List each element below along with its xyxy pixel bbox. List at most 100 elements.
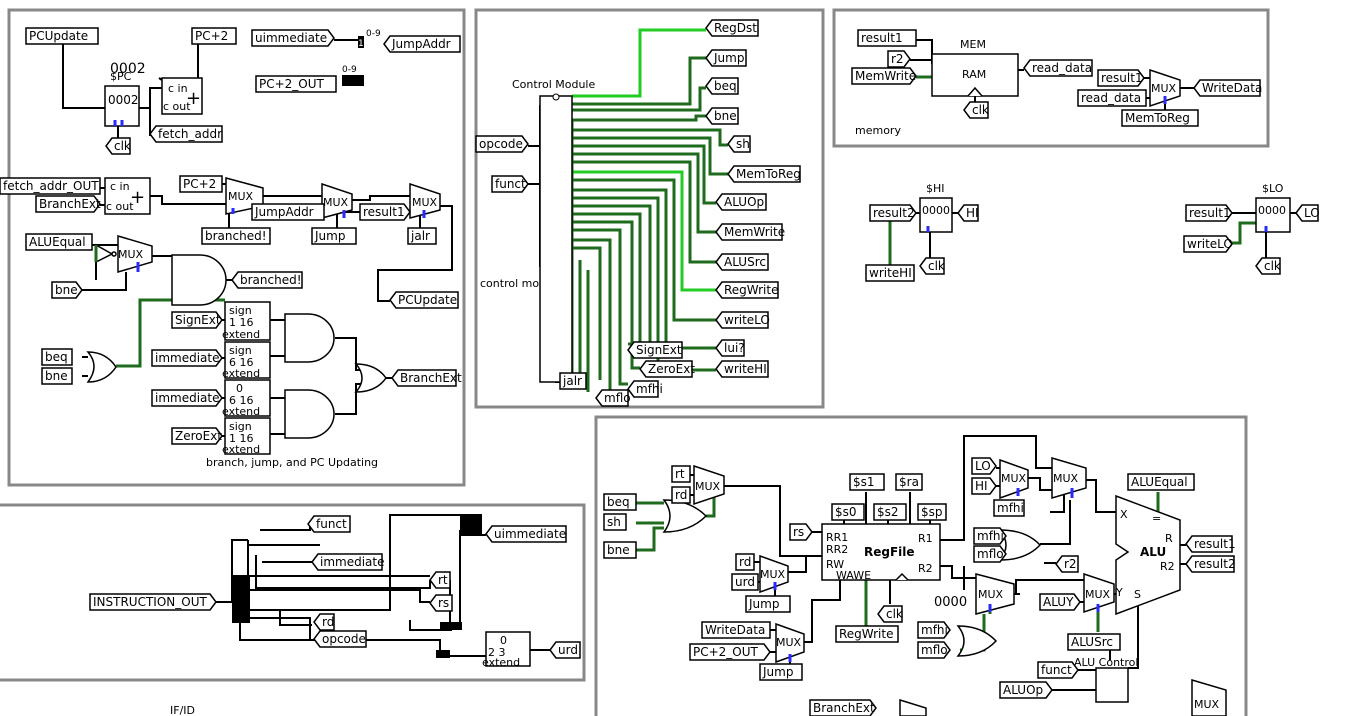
and-gate-branched[interactable] — [171, 254, 227, 306]
pin-efunct[interactable]: funct — [1037, 661, 1079, 679]
pin-erd2[interactable]: rd — [671, 486, 691, 504]
pin-csignext[interactable]: SignExt — [627, 341, 683, 359]
mux-jump[interactable]: MUX — [321, 182, 353, 219]
pin-memtoreg[interactable]: MemToReg — [727, 165, 801, 183]
pin-result1[interactable]: result1 — [359, 203, 411, 221]
pin-writedata[interactable]: WriteData — [1193, 79, 1262, 97]
pin-sp[interactable]: $sp — [917, 503, 947, 521]
mux-bottom-right[interactable]: MUX — [1191, 678, 1227, 716]
lo-register[interactable]: $LO 0000 — [1255, 182, 1291, 233]
pin-er2[interactable]: r2 — [1055, 555, 1079, 573]
pin-s1[interactable]: $s1 — [849, 473, 885, 491]
hi-register[interactable]: $HI 0000 — [919, 182, 953, 233]
pin-mresult1[interactable]: result1 — [857, 29, 917, 47]
mux-regdst[interactable]: MUX — [693, 464, 725, 506]
pin-czeroext[interactable]: ZeroExt — [639, 360, 695, 378]
pin-zeroext[interactable]: ZeroExt — [171, 427, 223, 445]
pin-fetch[interactable]: fetch_addr — [149, 125, 223, 143]
pin-alusrc2[interactable]: ALUSrc — [1067, 633, 1121, 651]
pin-clk4[interactable]: clk — [1255, 257, 1281, 275]
pin-pc2out[interactable]: PC+2_OUT — [255, 75, 337, 93]
pin-pcupdate2[interactable]: PCUpdate — [389, 291, 459, 309]
pin-ebeq[interactable]: beq — [603, 493, 637, 511]
mux-const[interactable]: MUX — [975, 573, 1015, 615]
pin-clk3[interactable]: clk — [919, 257, 945, 275]
pin-eclk[interactable]: clk — [877, 605, 903, 623]
adder-pc[interactable]: c in c out + — [161, 77, 203, 115]
sign-extend-1[interactable]: sign 1 16 extend — [222, 301, 271, 341]
pin-immediate2[interactable]: immediate — [151, 389, 223, 407]
and-gate-sign1[interactable] — [284, 313, 335, 363]
mux-partial[interactable] — [899, 698, 927, 716]
pin-erd[interactable]: rt — [671, 465, 691, 483]
pin-lui[interactable]: lui? — [715, 339, 745, 357]
pin-s0[interactable]: $s0 — [831, 503, 865, 521]
pin-regwrite2[interactable]: RegWrite — [835, 625, 899, 643]
pin-mfhi[interactable]: mfhi — [627, 380, 663, 398]
pin-jump[interactable]: Jump — [311, 227, 357, 245]
sign-extend-2[interactable]: sign 6 16 extend — [222, 341, 271, 380]
pin-rd3[interactable]: rd — [735, 553, 755, 571]
pin-cbeq[interactable]: beq — [705, 77, 739, 95]
or-gate-beq-bne[interactable] — [86, 351, 117, 383]
pin-regdst[interactable]: RegDst — [705, 19, 759, 37]
zero-extend-1[interactable]: 0 6 16 extend — [222, 379, 271, 418]
pin-iimmediate[interactable]: immediate — [311, 553, 385, 571]
pin-urd2[interactable]: urd — [731, 573, 759, 591]
pin-pc2b[interactable]: PC+2 — [179, 175, 223, 193]
pin-pc2out2[interactable]: PC+2_OUT — [689, 643, 771, 661]
mux-jalr[interactable]: MUX — [409, 182, 441, 219]
pin-ejump2[interactable]: Jump — [759, 663, 803, 681]
pin-ejump[interactable]: Jump — [745, 595, 791, 613]
pin-writehi2[interactable]: writeHI — [865, 264, 915, 282]
pin-emfhi[interactable]: mfhi — [973, 527, 1007, 545]
pin-signext[interactable]: SignExt — [171, 311, 223, 329]
and-gate-sign2[interactable] — [284, 389, 335, 439]
pin-fetchout[interactable]: fetch_addr_OUT — [0, 177, 101, 195]
sign-extend-3[interactable]: sign 1 16 extend — [222, 417, 271, 456]
pin-clk2[interactable]: clk — [963, 101, 989, 119]
pin-lo2[interactable]: LO — [971, 457, 997, 475]
pin-cjump[interactable]: Jump — [705, 49, 747, 67]
pin-ebne[interactable]: bne — [603, 541, 637, 559]
pin-s2[interactable]: $s2 — [873, 503, 907, 521]
pin-iuimm[interactable]: uimmediate — [485, 525, 567, 543]
mux-alux[interactable]: MUX — [1051, 456, 1087, 500]
mux-aluy[interactable]: MUX — [1083, 572, 1115, 614]
pin-funct[interactable]: funct — [491, 175, 529, 193]
pin-hi2[interactable]: HI — [971, 477, 997, 495]
pin-cbne[interactable]: bne — [705, 107, 739, 125]
pin-result2[interactable]: result2 — [869, 204, 917, 222]
or-gate-branch-exec[interactable] — [662, 499, 708, 533]
mux-memtoreg[interactable]: MUX — [1149, 68, 1181, 108]
pin-aluequal[interactable]: ALUEqual — [25, 233, 93, 251]
pc-register[interactable]: $PC 0002 — [104, 70, 140, 127]
pin-emflo[interactable]: mflo — [973, 545, 1007, 563]
pin-immediate[interactable]: immediate — [151, 349, 223, 367]
pin-branched2[interactable]: branched! — [231, 271, 303, 289]
pin-mfhi2[interactable]: mfhi — [993, 499, 1025, 517]
pin-ra[interactable]: $ra — [895, 473, 923, 491]
or-gate-branchext[interactable] — [354, 363, 387, 393]
pin-branchext[interactable]: BranchExt — [35, 195, 101, 213]
zero-extend-urd[interactable]: 0 2 3 extend — [482, 631, 531, 669]
pin-rt[interactable]: rt — [429, 571, 451, 589]
pin-readdata[interactable]: read_data — [1023, 59, 1093, 77]
pin-regwrite[interactable]: RegWrite — [715, 281, 779, 299]
pin-iopcode[interactable]: opcode — [313, 630, 367, 648]
pin-eresult2[interactable]: result2 — [1185, 555, 1236, 573]
pin-bne2[interactable]: bne — [41, 367, 73, 385]
pin-pc2[interactable]: PC+2 — [191, 27, 237, 45]
pin-aluop[interactable]: ALUOp — [715, 193, 767, 211]
pin-aluy[interactable]: ALUY — [1039, 593, 1081, 611]
pin-readdata2[interactable]: read_data — [1077, 89, 1147, 107]
mux-aluequal[interactable]: MUX — [117, 234, 153, 274]
pin-jumpaddr[interactable]: JumpAddr — [383, 35, 461, 53]
pin-writedata2[interactable]: WriteData — [701, 621, 771, 639]
adder-branch[interactable]: c in c out + — [104, 177, 151, 215]
pin-mresult1b[interactable]: result1 — [1097, 69, 1145, 87]
alu[interactable]: X Y ALU R R2 S = — [1115, 494, 1181, 616]
pin-instr[interactable]: INSTRUCTION_OUT — [89, 593, 217, 611]
pin-bne[interactable]: bne — [51, 281, 83, 299]
pin-branchext2[interactable]: BranchExt — [391, 369, 462, 387]
